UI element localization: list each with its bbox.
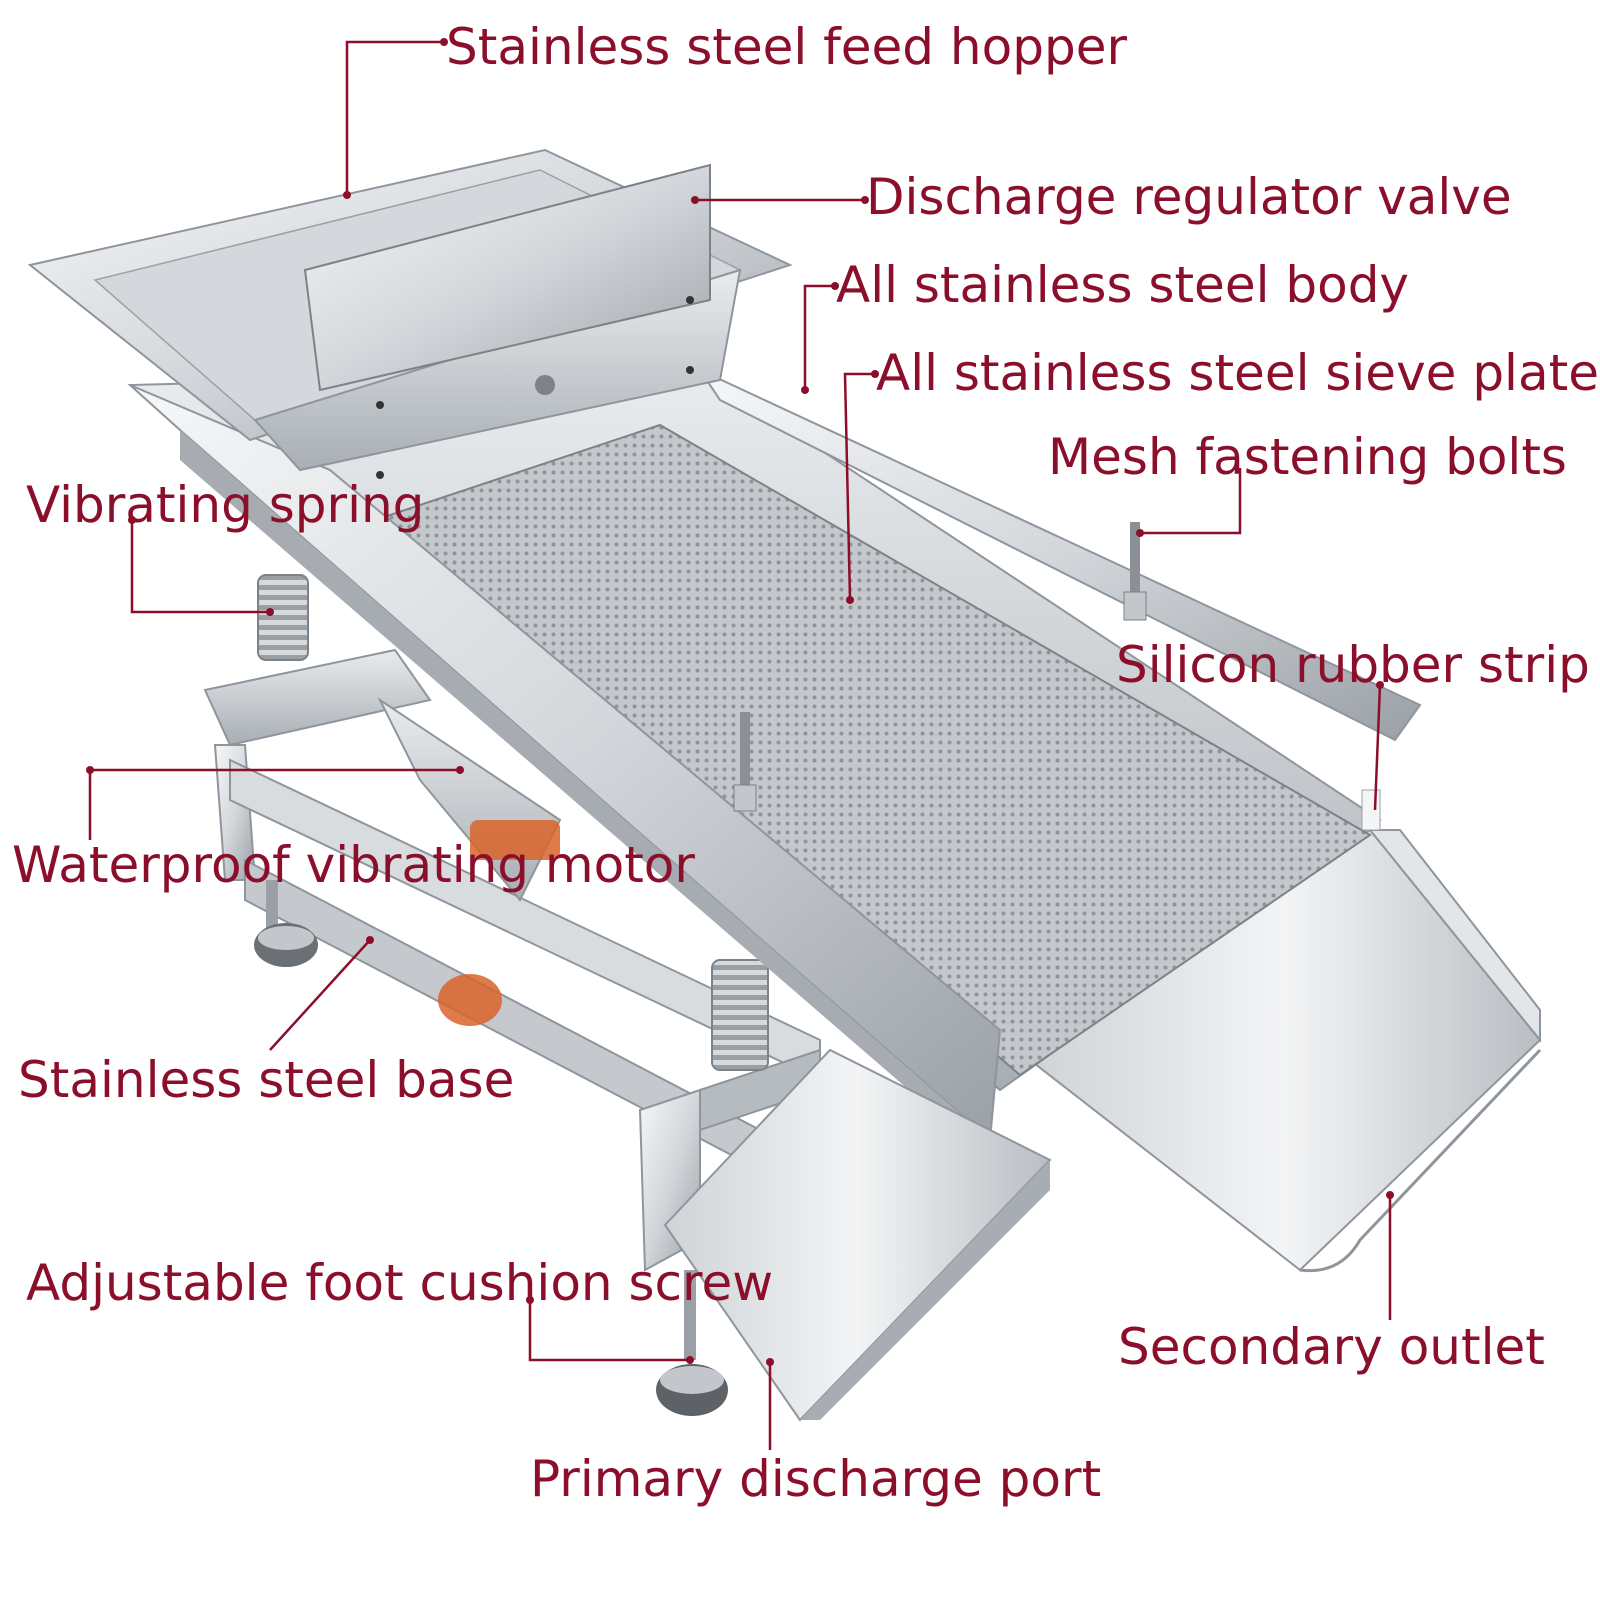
- label-vibrating-spring: Vibrating spring: [26, 476, 425, 534]
- mesh-fastening-bolts: [733, 522, 1147, 812]
- vibrating-motor: [377, 697, 562, 1026]
- label-foot-screw: Adjustable foot cushion screw: [26, 1254, 774, 1312]
- label-vibrating-motor: Waterproof vibrating motor: [12, 836, 695, 894]
- vibrating-springs: [257, 574, 769, 1071]
- leader-feed-hopper: [345, 40, 444, 195]
- sieve-body: [127, 367, 1422, 1160]
- label-primary-port: Primary discharge port: [530, 1450, 1102, 1508]
- label-regulator-valve: Discharge regulator valve: [866, 168, 1512, 226]
- feed-hopper: [27, 148, 793, 479]
- leader-base: [269, 939, 371, 1051]
- label-rubber-strip: Silicon rubber strip: [1116, 636, 1590, 694]
- secondary-outlet-chute: [1028, 828, 1542, 1273]
- label-base: Stainless steel base: [18, 1051, 515, 1109]
- label-secondary-outlet: Secondary outlet: [1118, 1318, 1545, 1376]
- leader-lines: [88, 40, 1392, 1450]
- label-sieve-plate: All stainless steel sieve plate: [876, 344, 1599, 402]
- label-feed-hopper: Stainless steel feed hopper: [446, 18, 1128, 76]
- label-fastening-bolts: Mesh fastening bolts: [1048, 428, 1567, 486]
- leader-rubber-strip: [1373, 684, 1382, 811]
- leader-dots: [86, 38, 1394, 1366]
- leader-fastening-bolts: [1140, 468, 1242, 535]
- label-body: All stainless steel body: [836, 256, 1410, 314]
- leader-foot-screw: [528, 1300, 690, 1362]
- primary-discharge-chute: [663, 1048, 1052, 1422]
- leader-sieve-plate: [843, 372, 875, 601]
- leader-vibrating-spring: [130, 520, 270, 614]
- leader-body: [803, 284, 835, 390]
- adjustable-feet: [254, 880, 728, 1416]
